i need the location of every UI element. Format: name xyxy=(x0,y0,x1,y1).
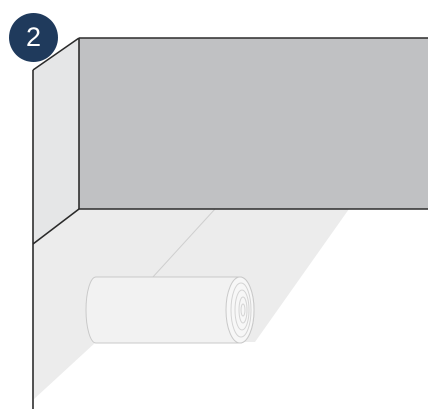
side-wall-top-edge xyxy=(32,37,80,71)
side-wall-floor-edge xyxy=(32,208,80,245)
step-number-badge: 2 xyxy=(9,13,58,62)
membrane-roll xyxy=(85,276,255,344)
side-wall xyxy=(33,38,79,244)
back-wall-panel xyxy=(79,38,428,209)
membrane-seam xyxy=(151,208,216,279)
